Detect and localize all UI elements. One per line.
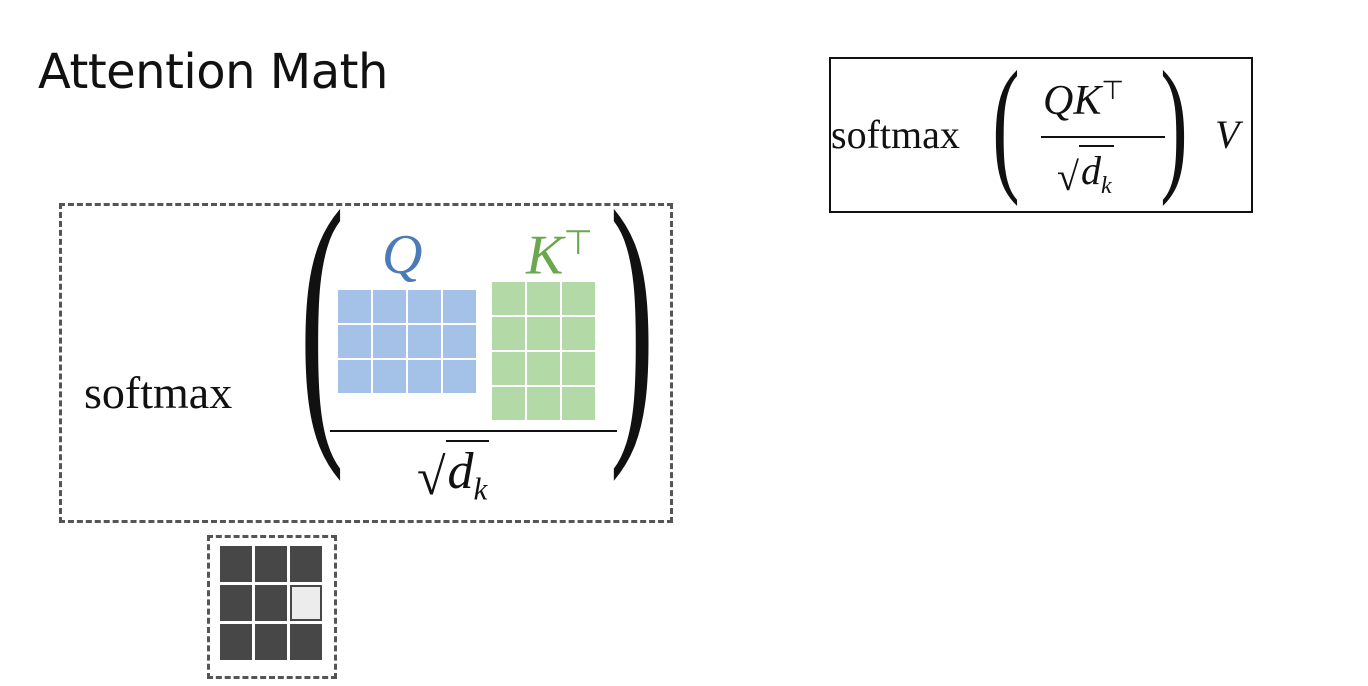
formula-radicand: d <box>1080 148 1101 193</box>
k-transpose-label: K⊤ <box>526 223 593 288</box>
attention-weights-matrix <box>220 546 322 660</box>
k-transpose-symbol: ⊤ <box>563 224 593 262</box>
attention-weight-cell <box>255 624 287 660</box>
k-matrix-cell <box>562 387 595 420</box>
q-matrix-cell <box>443 360 476 393</box>
attention-weight-cell <box>290 546 322 582</box>
q-matrix-cell <box>373 290 406 323</box>
formula-right-paren: ) <box>1160 41 1188 207</box>
k-matrix-cell <box>492 352 525 385</box>
k-matrix-cell <box>527 282 560 315</box>
k-matrix-cell <box>492 317 525 350</box>
k-transpose-matrix <box>492 282 595 420</box>
diagram-softmax-label: softmax <box>84 367 233 418</box>
k-matrix-cell <box>527 387 560 420</box>
slide-title: Attention Math <box>38 44 388 100</box>
diagram-subscript: k <box>473 471 488 507</box>
diagram-right-paren: ) <box>609 150 655 482</box>
formula-left-paren: ( <box>992 41 1020 207</box>
attention-weight-cell <box>290 624 322 660</box>
formula-denominator: √dk <box>1057 145 1114 200</box>
formula-qk: QK <box>1043 78 1102 124</box>
attention-formula-box: softmax ( QK⊤ √dk ) V <box>829 49 1253 213</box>
k-matrix-cell <box>562 317 595 350</box>
q-matrix-cell <box>408 360 441 393</box>
q-matrix-cell <box>338 360 371 393</box>
k-matrix-cell <box>527 317 560 350</box>
formula-subscript: k <box>1100 173 1112 199</box>
k-label: K <box>526 224 564 287</box>
attention-weight-cell <box>255 546 287 582</box>
attention-weights-box <box>207 535 337 679</box>
formula-transpose: ⊤ <box>1101 75 1125 105</box>
q-matrix-cell <box>408 325 441 358</box>
k-matrix-cell <box>562 352 595 385</box>
formula-sqrt: √dk <box>1057 145 1114 200</box>
formula-softmax-label: softmax <box>831 112 960 157</box>
q-matrix-cell <box>338 325 371 358</box>
diagram-denominator: √dk <box>417 440 490 507</box>
attention-weight-cell <box>255 585 287 621</box>
q-matrix-cell <box>408 290 441 323</box>
k-matrix-cell <box>492 282 525 315</box>
attention-weight-cell <box>220 546 252 582</box>
q-matrix-cell <box>338 290 371 323</box>
diagram-radicand: d <box>447 443 474 500</box>
q-matrix-cell <box>373 360 406 393</box>
formula-fraction-bar <box>1041 136 1165 138</box>
attention-weight-cell <box>290 585 322 621</box>
q-matrix-cell <box>373 325 406 358</box>
formula-numerator: QK⊤ <box>1043 75 1124 125</box>
diagram-sqrt: √dk <box>417 440 490 507</box>
k-matrix-cell <box>492 387 525 420</box>
k-matrix-cell <box>527 352 560 385</box>
formula-value: V <box>1215 112 1240 157</box>
q-matrix-cell <box>443 325 476 358</box>
diagram-left-paren: ( <box>299 150 345 482</box>
q-label: Q <box>382 224 423 286</box>
diagram-fraction-bar <box>330 430 617 432</box>
k-matrix-cell <box>562 282 595 315</box>
attention-weight-cell <box>220 624 252 660</box>
attention-weight-cell <box>220 585 252 621</box>
q-matrix <box>338 290 476 393</box>
softmax-diagram-box: softmax ( Q K⊤ √dk ) <box>59 166 673 523</box>
q-matrix-cell <box>443 290 476 323</box>
